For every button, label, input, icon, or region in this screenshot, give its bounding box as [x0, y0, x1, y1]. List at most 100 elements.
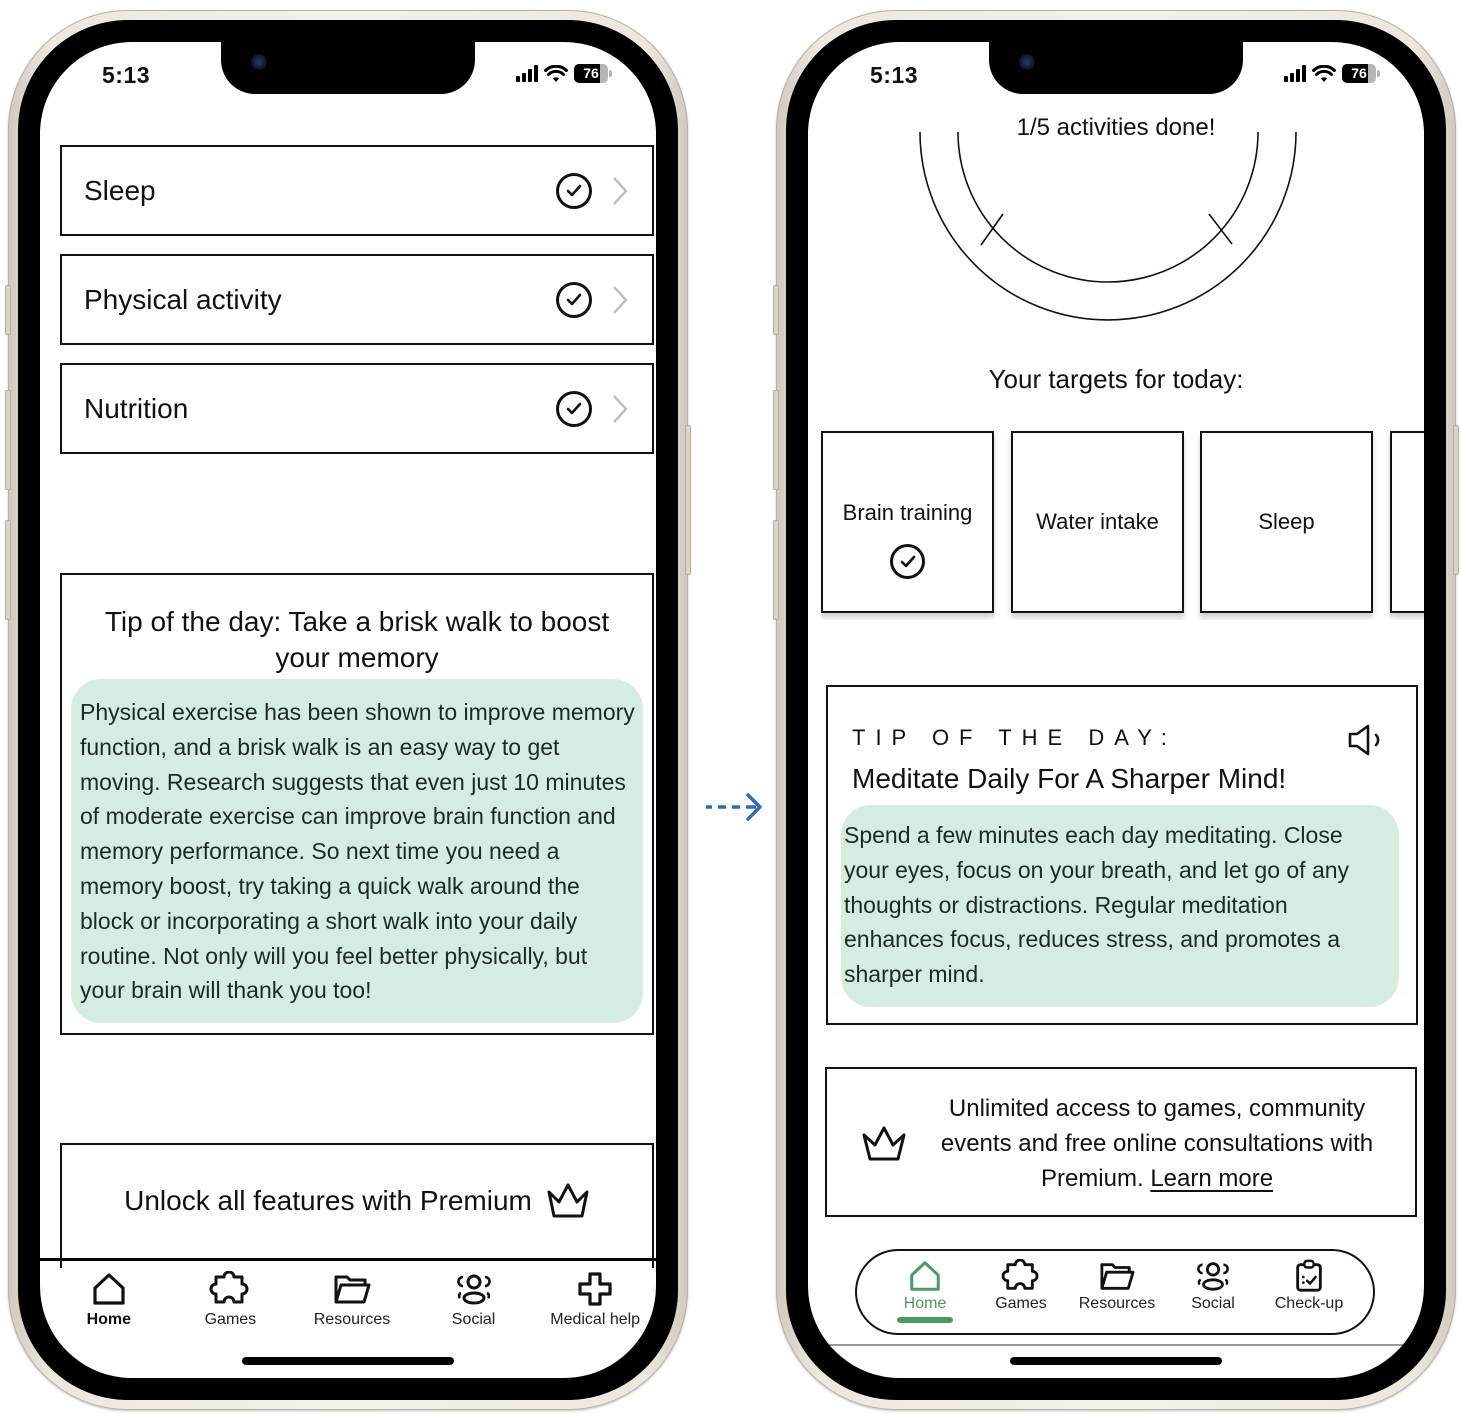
puzzle-icon — [209, 1271, 249, 1304]
learn-more-link[interactable]: Learn more — [1150, 1165, 1274, 1192]
check-circle-icon — [556, 281, 592, 318]
battery-icon: 76 — [1342, 64, 1380, 83]
cellular-signal-icon — [516, 65, 538, 82]
volume-down-button — [5, 520, 11, 620]
chevron-right-icon — [613, 176, 628, 205]
premium-text: Unlimited access to games, community eve… — [940, 1095, 1374, 1192]
target-card-next[interactable] — [1390, 431, 1424, 613]
tab-medical-help[interactable]: Medical help — [536, 1271, 654, 1348]
check-circle-icon — [556, 390, 592, 427]
volume-up-button — [773, 390, 779, 490]
tab-home[interactable]: Home — [50, 1271, 168, 1348]
activity-row-nutrition[interactable]: Nutrition — [60, 363, 654, 454]
tip-kicker: TIP OF THE DAY: — [852, 725, 1177, 750]
home-indicator[interactable] — [242, 1357, 454, 1365]
activity-label: Sleep — [84, 174, 156, 206]
tip-title: Meditate Daily For A Sharper Mind! — [852, 763, 1287, 794]
tab-check-up[interactable]: Check-up — [1261, 1259, 1357, 1333]
phone-before: 5:13 76 Sleep Physical activity Nutritio… — [5, 10, 691, 1410]
premium-banner[interactable]: Unlock all features with Premium — [60, 1143, 654, 1268]
battery-icon: 76 — [574, 64, 612, 83]
check-circle-icon — [556, 172, 592, 209]
tip-of-the-day-card: TIP OF THE DAY: Meditate Daily For A Sha… — [826, 685, 1418, 1025]
check-circle-icon — [890, 543, 925, 579]
target-label: Sleep — [1258, 509, 1315, 534]
tab-home[interactable]: Home — [877, 1259, 973, 1333]
chevron-right-icon — [613, 394, 628, 423]
targets-carousel[interactable]: Brain training Water intake Sleep — [821, 430, 1424, 620]
tab-label: Social — [451, 1311, 496, 1328]
medical-cross-icon — [578, 1272, 612, 1306]
tab-label: Medical help — [550, 1311, 641, 1328]
tab-social[interactable]: Social — [415, 1271, 533, 1348]
home-screen-after: 5:13 76 1/5 activities done! Your target… — [808, 42, 1424, 1378]
status-icons: 76 — [1284, 64, 1380, 83]
tab-label: Home — [86, 1311, 132, 1328]
flow-arrow-icon — [706, 793, 762, 821]
tab-resources[interactable]: Resources — [293, 1271, 411, 1348]
chevron-right-icon — [613, 285, 628, 314]
home-icon — [910, 1261, 940, 1291]
battery-level: 76 — [583, 65, 599, 81]
mute-switch — [5, 285, 11, 335]
people-icon — [456, 1274, 491, 1305]
volume-down-button — [773, 520, 779, 620]
tab-label: Games — [204, 1311, 257, 1328]
cellular-signal-icon — [1284, 65, 1306, 82]
tab-resources[interactable]: Resources — [1069, 1259, 1165, 1333]
activity-row-sleep[interactable]: Sleep — [60, 145, 654, 236]
front-camera — [1019, 54, 1035, 70]
divider — [808, 1344, 1424, 1346]
target-card-water-intake[interactable]: Water intake — [1011, 431, 1184, 613]
bottom-tab-bar: Home Games Resources Social Medical help — [40, 1258, 656, 1348]
front-camera — [251, 54, 267, 70]
notch — [221, 42, 475, 94]
target-card-brain-training[interactable]: Brain training — [821, 431, 994, 613]
premium-description: Unlimited access to games, community eve… — [919, 1091, 1395, 1196]
notch — [989, 42, 1243, 94]
battery-level: 76 — [1351, 65, 1367, 81]
home-indicator[interactable] — [1010, 1357, 1222, 1365]
tab-games[interactable]: Games — [973, 1259, 1069, 1333]
tab-label: Social — [1191, 1295, 1235, 1312]
active-tab-indicator — [897, 1317, 953, 1323]
puzzle-icon — [1001, 1259, 1039, 1290]
progress-text: 1/5 activities done! — [1016, 114, 1216, 141]
tab-social[interactable]: Social — [1165, 1259, 1261, 1333]
home-icon — [93, 1273, 125, 1305]
activity-label: Physical activity — [84, 283, 282, 315]
tip-of-the-day-card: Tip of the day: Take a brisk walk to boo… — [60, 573, 654, 1035]
tab-label: Home — [903, 1295, 947, 1312]
clipboard-check-icon — [1296, 1259, 1322, 1292]
tab-label: Resources — [1078, 1295, 1156, 1312]
crown-icon — [547, 1183, 589, 1217]
activity-label: Nutrition — [84, 392, 189, 424]
wifi-icon — [1312, 64, 1336, 82]
tip-body: Physical exercise has been shown to impr… — [71, 679, 643, 1023]
crown-icon — [862, 1126, 906, 1161]
targets-heading: Your targets for today: — [988, 364, 1244, 394]
tab-label: Check-up — [1274, 1295, 1344, 1312]
activity-row-physical-activity[interactable]: Physical activity — [60, 254, 654, 345]
activity-progress-ring — [919, 131, 1297, 321]
tab-label: Resources — [313, 1311, 391, 1328]
premium-text: Unlock all features with Premium — [124, 1184, 532, 1216]
people-icon — [1197, 1262, 1229, 1291]
home-screen-before: 5:13 76 Sleep Physical activity Nutritio… — [40, 42, 656, 1378]
tip-body: Spend a few minutes each day meditating.… — [841, 805, 1399, 1007]
tab-label: Games — [995, 1295, 1047, 1312]
target-label: Brain training — [842, 499, 973, 525]
mute-switch — [773, 285, 779, 335]
status-time: 5:13 — [870, 62, 919, 88]
wifi-icon — [544, 64, 568, 82]
speaker-icon[interactable] — [1346, 723, 1384, 757]
power-button — [685, 425, 691, 575]
premium-banner: Unlimited access to games, community eve… — [825, 1067, 1417, 1217]
phone-after: 5:13 76 1/5 activities done! Your target… — [773, 10, 1459, 1410]
folder-icon — [334, 1275, 371, 1304]
power-button — [1453, 425, 1459, 575]
target-card-sleep[interactable]: Sleep — [1200, 431, 1373, 613]
volume-up-button — [5, 390, 11, 490]
tab-games[interactable]: Games — [171, 1271, 289, 1348]
status-icons: 76 — [516, 64, 612, 83]
